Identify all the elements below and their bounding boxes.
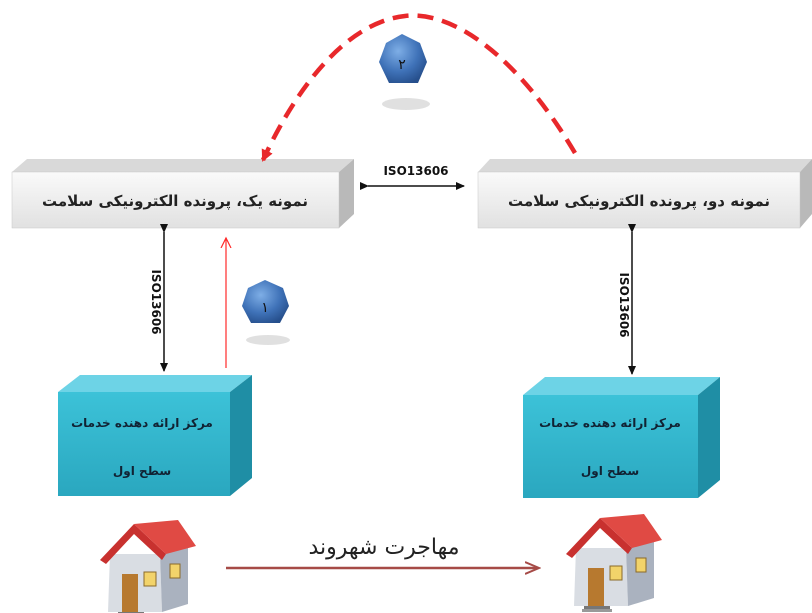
ehr-box-left: نمونه یک، پرونده الکترونیکی سلامت (11, 159, 354, 229)
migration-arrow: مهاجرت شهروند (226, 535, 538, 568)
heptagon-badge-two: ۲ (379, 34, 430, 110)
step-two-label: ۲ (398, 57, 406, 73)
ehr-left-label: نمونه یک، پرونده الکترونیکی سلامت (42, 192, 308, 211)
heptagon-badge-one: ۱ (242, 280, 290, 345)
ehr-right-label: نمونه دو، پرونده الکترونیکی سلامت (508, 192, 770, 211)
service-left-line1: مرکز ارائه دهنده خدمات (71, 416, 213, 430)
house-icon-left (100, 520, 196, 613)
iso-link-horizontal-label: ISO13606 (383, 164, 448, 178)
iso-link-horizontal: ISO13606 (360, 164, 465, 190)
house-icon-right (566, 514, 662, 612)
service-left-line2: سطح اول (113, 464, 171, 479)
iso-link-right-label: ISO13606 (617, 272, 631, 337)
migration-label: مهاجرت شهروند (308, 535, 459, 560)
iso-link-right-vertical: ISO13606 (617, 224, 636, 375)
step-one-label: ۱ (261, 300, 269, 316)
service-right-line1: مرکز ارائه دهنده خدمات (539, 416, 681, 430)
service-box-left: مرکز ارائه دهنده خدمات سطح اول (58, 375, 252, 496)
iso-link-left-vertical: ISO13606 (149, 224, 168, 372)
ehr-box-right: نمونه دو، پرونده الکترونیکی سلامت (477, 159, 812, 229)
service-right-line2: سطح اول (581, 464, 639, 479)
step-two-dashed-arc (260, 13, 577, 162)
iso-link-left-label: ISO13606 (149, 269, 163, 334)
service-box-right: مرکز ارائه دهنده خدمات سطح اول (523, 377, 720, 498)
